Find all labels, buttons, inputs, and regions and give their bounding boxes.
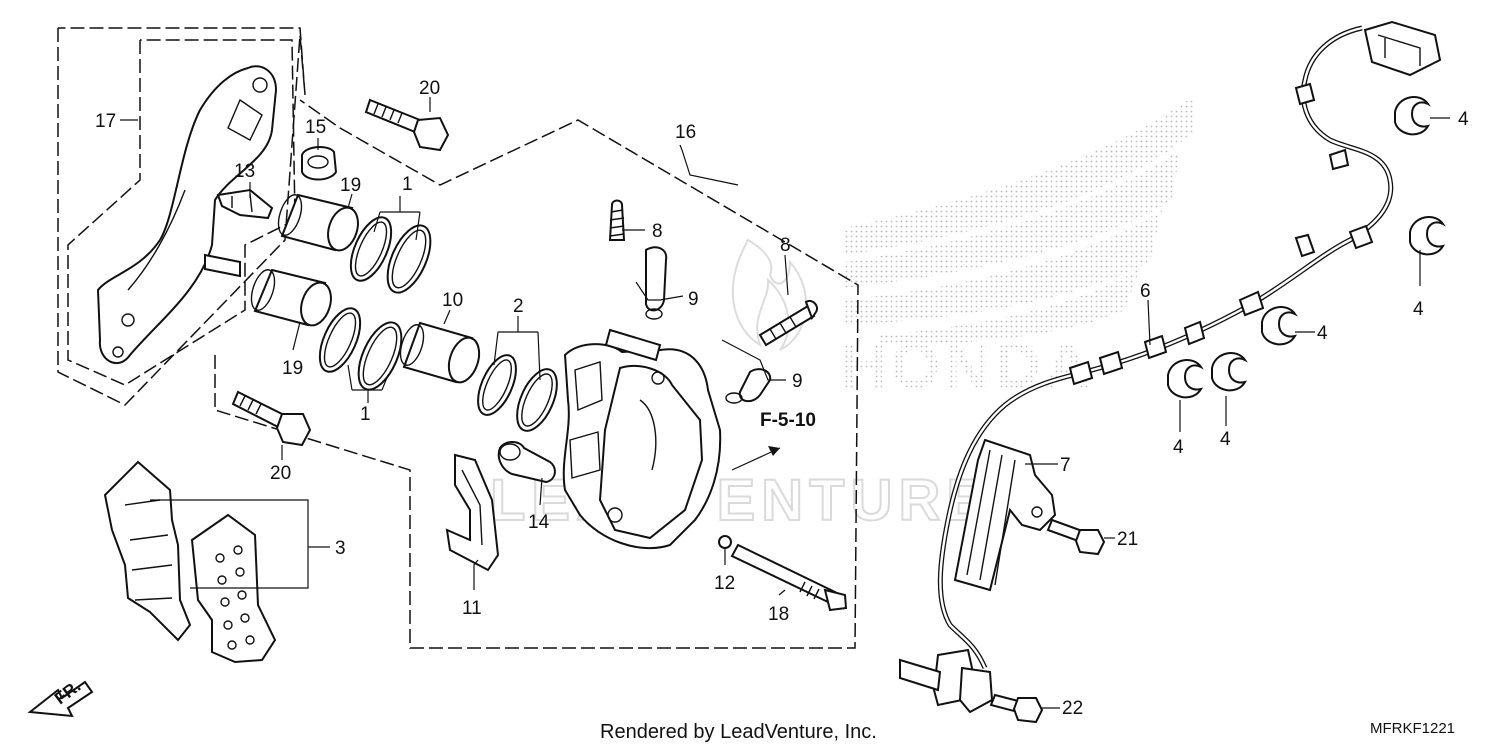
group-outlines [57, 27, 859, 649]
seals-1-upper [349, 216, 432, 294]
callout-1-lower: 1 [360, 404, 371, 425]
seals-2 [477, 354, 558, 432]
piston-19-upper [277, 193, 359, 252]
callout-4-b: 4 [1413, 299, 1424, 320]
callout-4-d: 4 [1173, 437, 1184, 458]
clamp-7 [953, 438, 1057, 592]
callout-4-e: 4 [1220, 429, 1231, 450]
callout-18: 18 [768, 604, 789, 625]
callout-9-upper: 9 [688, 289, 699, 310]
honda-wing-logo: HONDA [840, 95, 1195, 402]
bolt-22 [989, 693, 1044, 724]
brake-pad-outer [103, 460, 192, 642]
callout-19-lower: 19 [282, 358, 303, 379]
piston-19-lower [250, 268, 332, 327]
bleeder-8-lower [758, 300, 818, 347]
caliper-bracket [96, 65, 278, 365]
callout-17: 17 [95, 111, 116, 132]
pad-pin-18 [730, 543, 848, 612]
slide-pin-14 [497, 441, 556, 484]
callout-11: 11 [462, 598, 482, 619]
callout-2: 2 [513, 296, 524, 317]
seals-1-lower [318, 307, 403, 391]
front-direction-arrow: FR. [27, 677, 94, 718]
piston-10 [399, 321, 481, 384]
cap-9-lower [725, 368, 772, 404]
clip-4-a [1394, 96, 1431, 136]
bolt-20-top [364, 98, 450, 152]
callout-3: 3 [335, 538, 346, 559]
pad-retainer-11 [445, 453, 500, 572]
bracket-group-outline [57, 27, 306, 406]
bolt-20-bottom [231, 390, 312, 447]
callout-4-c: 4 [1317, 323, 1328, 344]
diagram-code: MFRKF1221 [1370, 720, 1455, 737]
boot-15 [301, 146, 338, 181]
honda-brand-text: HONDA [840, 330, 1095, 402]
bracket-inner-outline [67, 39, 296, 386]
clip-4-d [1167, 359, 1204, 399]
caliper-group-outline [214, 99, 859, 649]
render-credit: Rendered by LeadVenture, Inc. [600, 721, 877, 743]
callout-9-lower: 9 [792, 371, 803, 392]
callout-12: 12 [714, 573, 735, 594]
callout-7: 7 [1060, 455, 1071, 476]
callout-14: 14 [528, 512, 550, 533]
callout-20-top: 20 [419, 78, 440, 99]
pad-spring-13 [216, 188, 274, 220]
leader-lines [120, 97, 1450, 709]
reference-arrow [731, 446, 781, 471]
callout-15: 15 [305, 117, 326, 138]
callout-20-bottom: 20 [270, 463, 291, 484]
callout-13: 13 [234, 161, 255, 182]
bolt-21 [1046, 518, 1106, 556]
callout-16: 16 [675, 122, 696, 143]
callout-19-upper: 19 [340, 175, 361, 196]
callout-6: 6 [1140, 281, 1151, 302]
cap-9-upper [645, 246, 668, 320]
clip-4-c [1261, 306, 1298, 346]
bleeder-8-upper [608, 199, 626, 241]
clip-4-b [1409, 216, 1446, 256]
callout-1-upper: 1 [402, 174, 413, 195]
washer-12 [718, 535, 732, 549]
callout-4-a: 4 [1458, 109, 1469, 130]
clip-4-e [1211, 352, 1248, 392]
abs-sensor-cable-6 [899, 20, 1442, 714]
callout-21: 21 [1117, 529, 1138, 550]
callout-labels: 1 1 2 3 4 4 4 4 4 6 7 8 8 9 9 10 11 12 1… [95, 78, 1469, 719]
callout-8-upper: 8 [652, 221, 663, 242]
callout-22: 22 [1062, 698, 1083, 719]
callout-10: 10 [442, 290, 463, 311]
callout-8-lower: 8 [780, 235, 791, 256]
reference-label: F-5-10 [760, 410, 816, 431]
caliper-body [562, 328, 722, 550]
